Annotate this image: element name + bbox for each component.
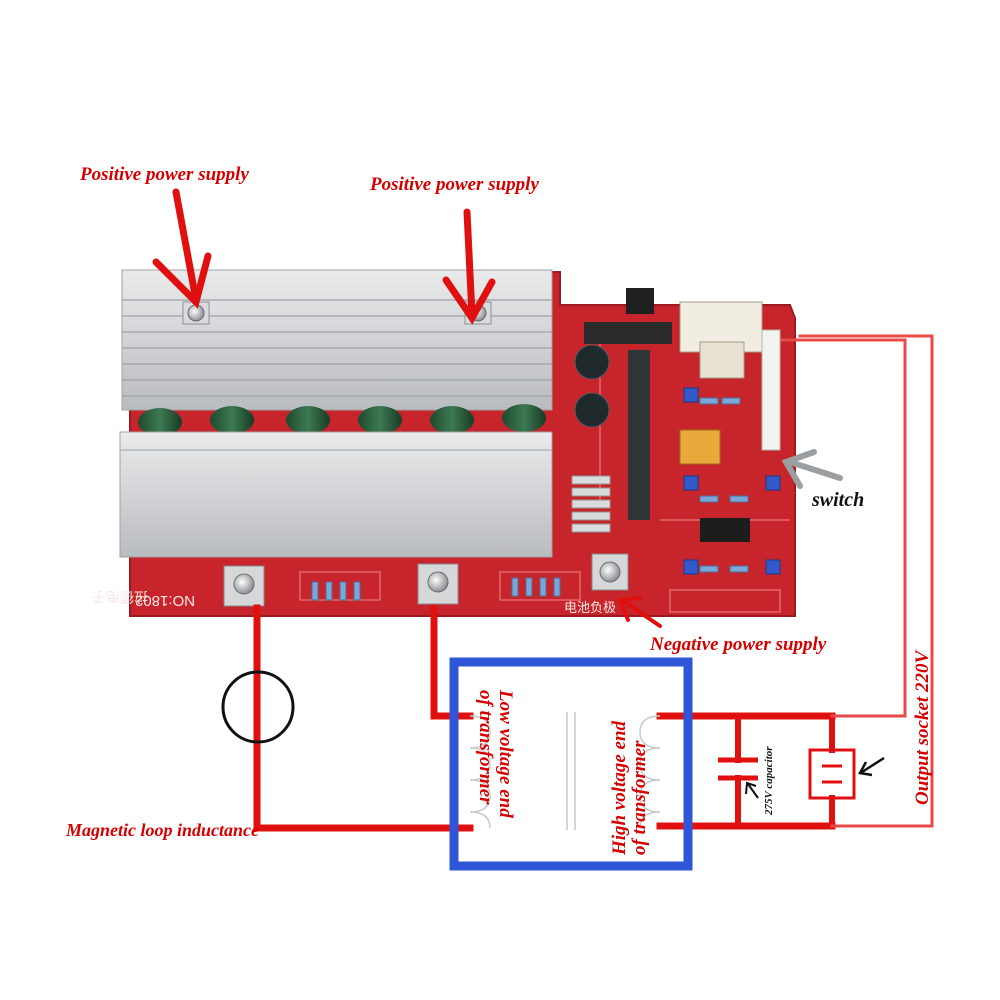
label-output-socket: Output socket 220V <box>912 650 933 805</box>
terminal-negative <box>591 553 629 591</box>
board-model: NO:1802 <box>135 592 195 609</box>
transformer-box <box>449 657 693 871</box>
label-low-voltage-line1: Low voltage end <box>495 689 516 818</box>
lower-heatsink <box>119 431 553 558</box>
terminal-output-left <box>223 565 265 607</box>
label-capacitor: 275V capacitor <box>763 746 775 816</box>
label-magnetic-loop: Magnetic loop inductance <box>65 820 259 840</box>
label-low-voltage-line2: of transformer <box>475 690 496 805</box>
label-switch: switch <box>811 489 864 511</box>
label-negative-supply: Negative power supply <box>649 634 827 655</box>
label-low-voltage-end: Low voltage end of transformer <box>475 689 516 818</box>
control-section <box>311 288 781 601</box>
label-high-voltage-line1: High voltage end <box>609 720 630 856</box>
board-maker: 拉德电子 <box>92 589 148 605</box>
capacitor-275v <box>718 757 758 781</box>
magnetic-loop-ring <box>221 670 295 744</box>
label-positive-supply-right: Positive power supply <box>369 174 539 195</box>
label-high-voltage-line2: of transformer <box>629 740 650 855</box>
output-socket <box>808 748 856 800</box>
battery-negative-silk: 电池负极 <box>564 600 616 615</box>
label-high-voltage-end: High voltage end of transformer <box>609 720 650 856</box>
socket-pointer-arrow <box>858 756 885 777</box>
capacitor-pointer-arrow <box>745 781 759 799</box>
heatsink-screw-left <box>182 301 210 325</box>
arrow-positive-left <box>152 188 212 309</box>
capacitor-row <box>138 404 546 436</box>
label-positive-supply-left: Positive power supply <box>79 164 249 185</box>
arrow-switch <box>781 449 843 489</box>
arrow-negative <box>617 596 662 628</box>
arrow-positive-right <box>442 208 496 325</box>
terminal-output-right <box>417 563 459 605</box>
